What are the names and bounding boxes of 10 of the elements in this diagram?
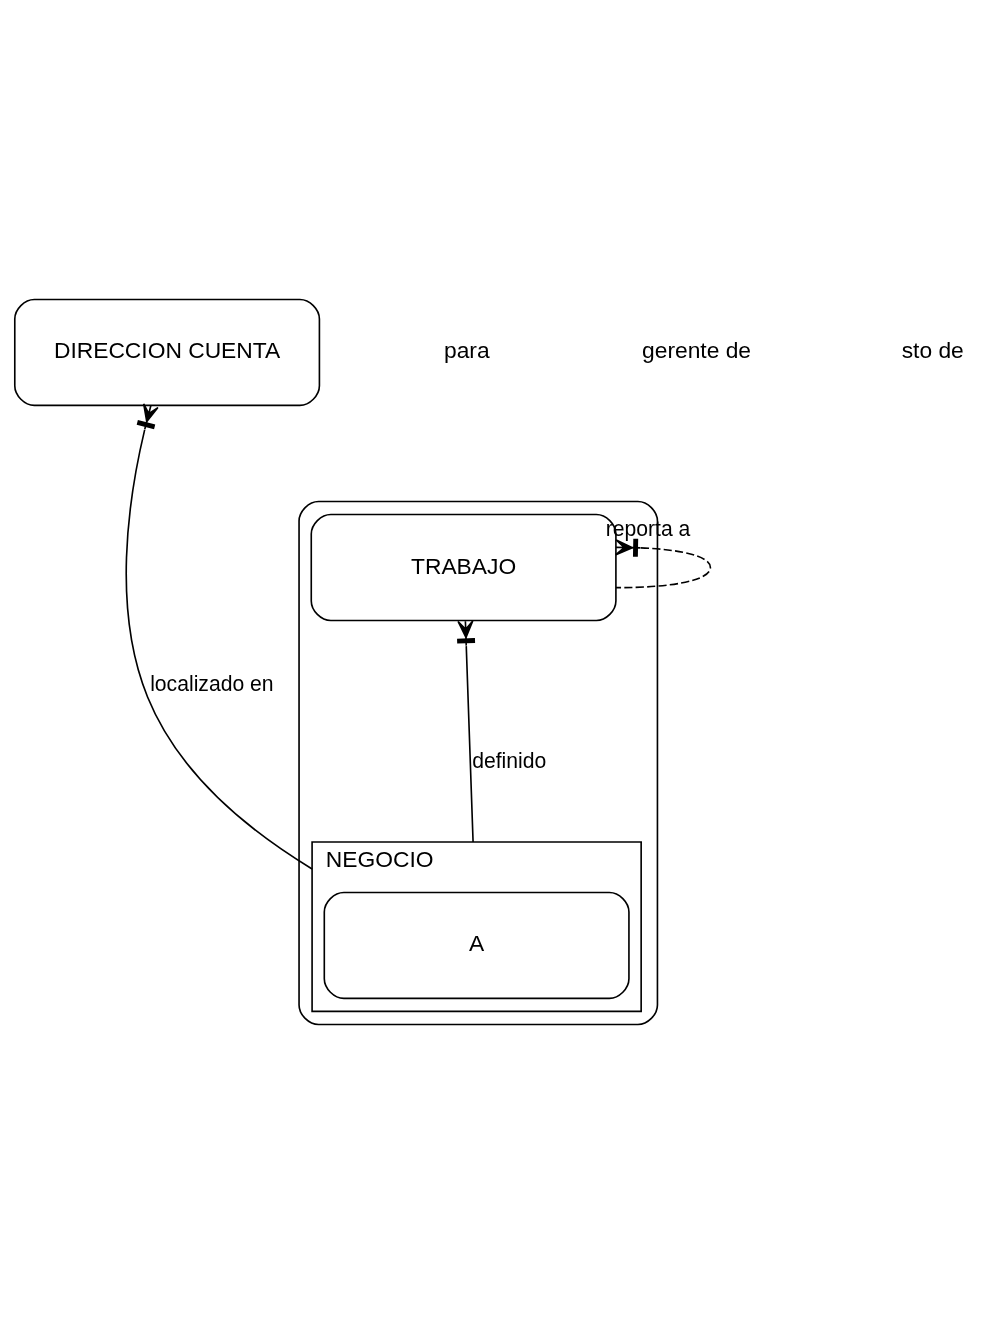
label: gerente de [642, 336, 752, 363]
connector [615, 538, 712, 588]
connector [125, 402, 313, 870]
edge-label: localizado en [150, 671, 274, 695]
node-box: A [323, 891, 630, 999]
connector [457, 619, 476, 843]
label: sto de [901, 336, 964, 363]
edge-label: definido [472, 748, 547, 772]
node-box: DIRECCION CUENTA [13, 298, 321, 406]
label: para [444, 336, 490, 363]
